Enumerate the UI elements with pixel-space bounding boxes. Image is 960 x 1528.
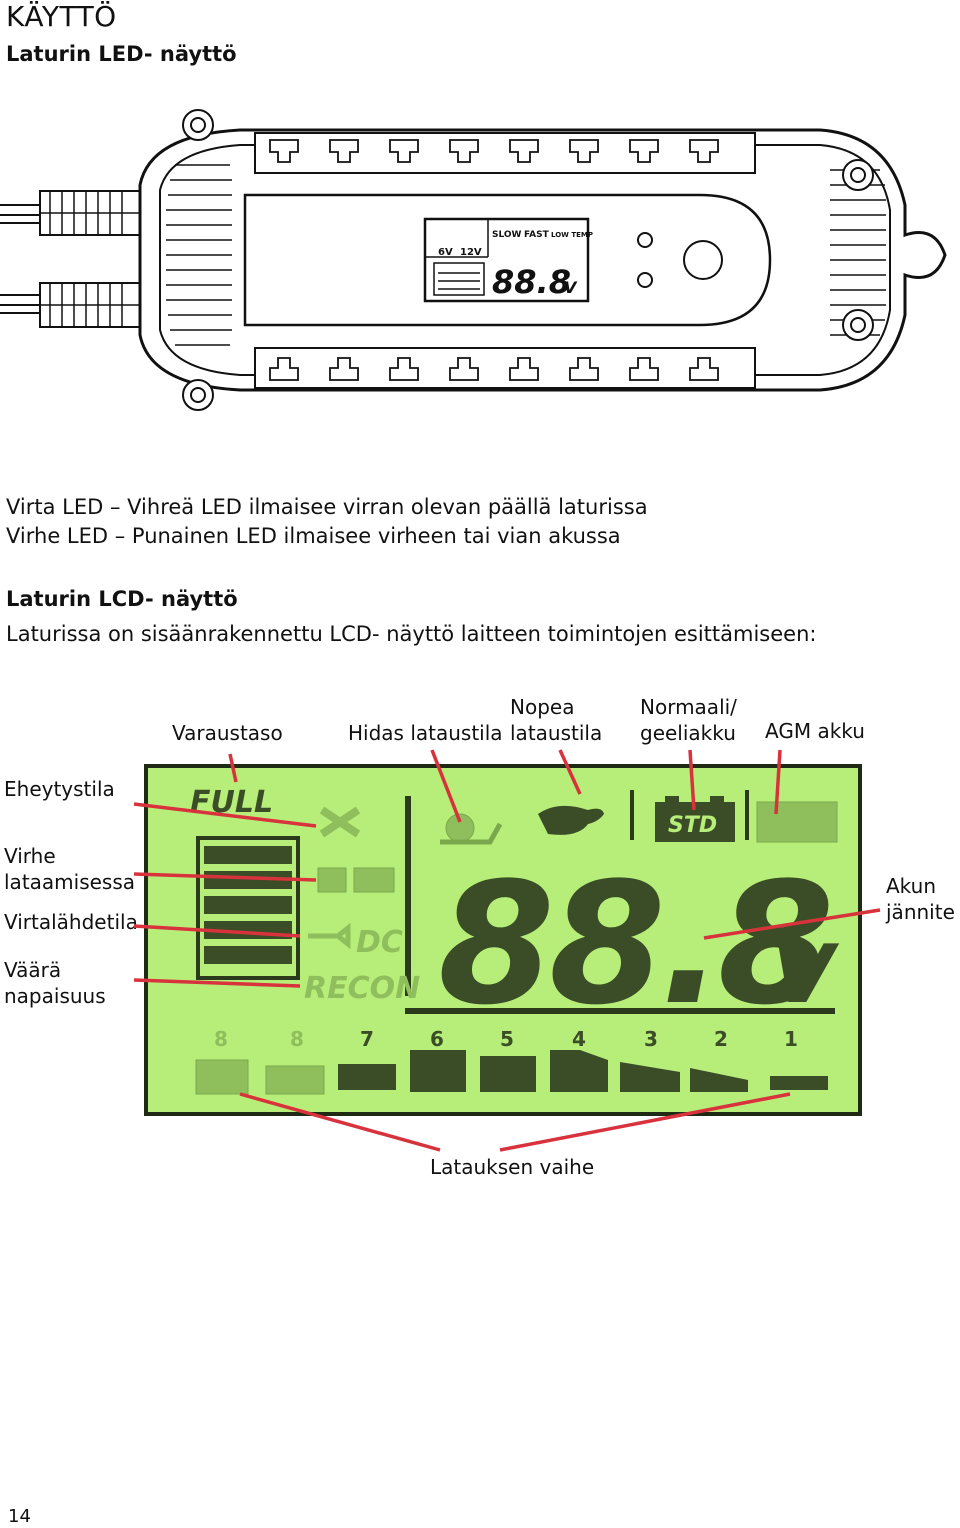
display-window [243, 193, 772, 327]
device-unit: V [564, 278, 578, 297]
power-plug-icon [308, 922, 351, 950]
stage-number: 8 [214, 1027, 228, 1051]
device-12v-label: 12V [460, 247, 482, 258]
power-led-description: Virta LED – Vihreä LED ilmaisee virran o… [6, 495, 648, 519]
mode-button [683, 240, 723, 280]
stage-number: 8 [290, 1027, 304, 1051]
error-led [637, 272, 653, 288]
callout-slow-mode: Hidas lataustila [348, 721, 503, 745]
callout-lines [133, 749, 881, 1152]
stage-number: 1 [784, 1027, 798, 1051]
lcd-recon-label: RECON [304, 971, 420, 1006]
stage-number: 7 [360, 1027, 374, 1051]
lcd-dc-label: DC [356, 925, 403, 960]
stage-bar-6 [410, 1050, 466, 1092]
recon-icon [319, 806, 361, 838]
lcd-voltage-digits: 88.8 [438, 846, 829, 1042]
device-slow-label: SLOW [492, 230, 522, 240]
callout-normal-gel: Normaali/ geeliakku [640, 695, 737, 745]
lcd-std-label: STD [668, 813, 717, 838]
callout-charge-level: Varaustaso [172, 721, 283, 745]
lcd-section-title: Laturin LCD- näyttö [6, 587, 238, 611]
device-fast-label: FAST [524, 230, 550, 240]
error-led-description: Virhe LED – Punainen LED ilmaisee virhee… [6, 524, 621, 548]
lcd-voltage-unit: V [772, 928, 840, 1021]
agm-battery-icon [756, 801, 838, 843]
error-battery-icon [317, 867, 347, 893]
charger-cables [0, 190, 141, 328]
stage-bar-3 [620, 1062, 680, 1092]
device-lowtemp-label: LOW TEMP [551, 231, 593, 239]
stage-number: 2 [714, 1027, 728, 1051]
stage-bar-8a [195, 1059, 249, 1095]
stage-bar-2 [690, 1068, 748, 1092]
power-led [637, 232, 653, 248]
screw-holes [182, 109, 874, 411]
callout-fast-mode: Nopea lataustila [510, 695, 603, 745]
callout-charging-error: Virhe lataamisessa [4, 844, 136, 894]
battery-level-frame [196, 836, 300, 980]
stage-bar-5 [480, 1056, 536, 1092]
stage-number: 6 [430, 1027, 444, 1051]
rabbit-icon [538, 805, 604, 835]
stage-number: 5 [500, 1027, 514, 1051]
page-number: 14 [8, 1506, 31, 1527]
device-lcd [423, 217, 590, 303]
device-digits: 88.8 [492, 263, 571, 301]
callout-recon-mode: Eheytystila [4, 777, 115, 801]
stage-number: 4 [572, 1027, 586, 1051]
charger-illustration: SLOW FAST LOW TEMP 6V 12V 88.8 V [0, 109, 947, 411]
device-6v-label: 6V [438, 247, 453, 258]
lcd-agm-label: AGM [764, 813, 823, 838]
stage-bar-8b [265, 1065, 325, 1095]
lcd-section-intro: Laturissa on sisäänrakennettu LCD- näytt… [6, 622, 817, 646]
section-title: KÄYTTÖ [6, 0, 117, 33]
led-display-subtitle: Laturin LED- näyttö [6, 42, 237, 66]
stage-bar-7 [338, 1064, 396, 1090]
callout-agm: AGM akku [765, 719, 865, 743]
callout-charge-stage: Latauksen vaihe [430, 1155, 595, 1179]
callout-battery-voltage: Akun jännite [886, 874, 955, 924]
stage-number: 3 [644, 1027, 658, 1051]
callout-power-supply: Virtalähdetila [4, 910, 138, 934]
callout-reverse-polarity: Väärä napaisuus [4, 958, 106, 1008]
stage-bar-1 [770, 1076, 828, 1090]
stage-bar-4 [550, 1050, 608, 1092]
